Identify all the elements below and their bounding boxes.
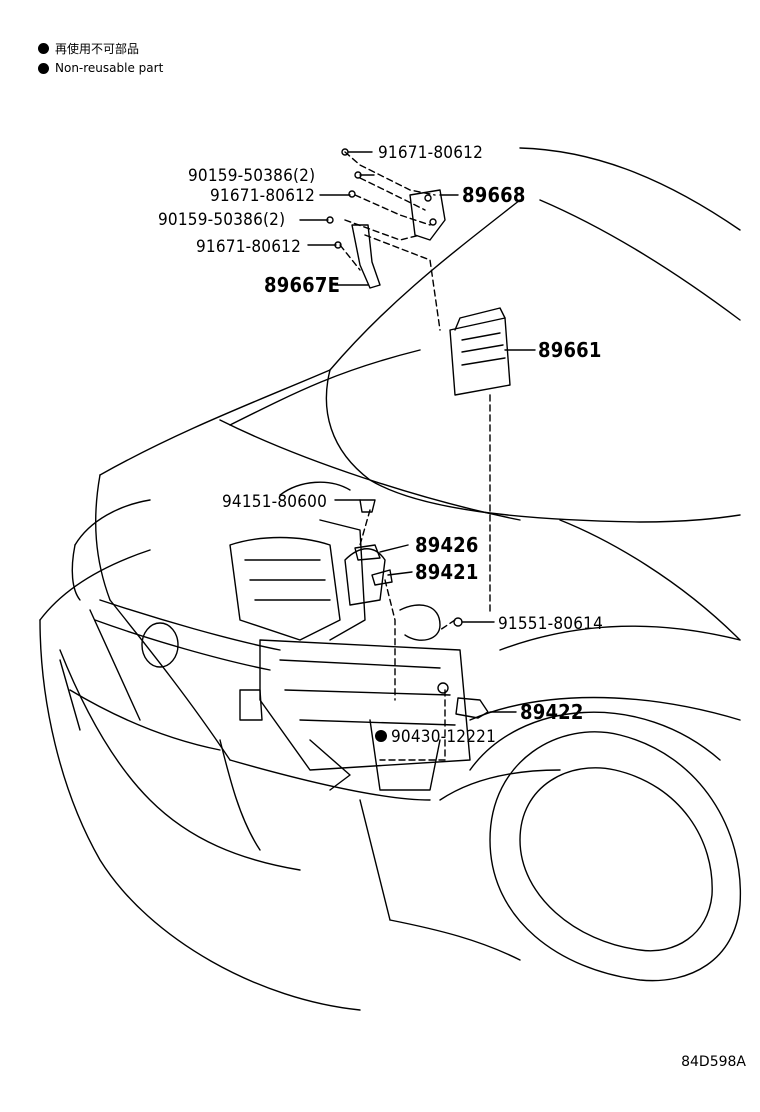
callout-91671-80612-top: 91671-80612 (378, 143, 483, 163)
non-reusable-dot-icon (38, 43, 49, 54)
callout-91671-80612-low: 91671-80612 (196, 237, 301, 257)
callout-91551-80614: 91551-80614 (498, 614, 603, 634)
callout-94151-80600: 94151-80600 (222, 492, 327, 512)
legend-item-en: Non-reusable part (38, 61, 163, 75)
legend-text-jp: 再使用不可部品 (55, 42, 140, 56)
callout-89668: 89668 (462, 183, 526, 207)
non-reusable-dot-icon (38, 62, 49, 74)
callout-89421: 89421 (415, 560, 479, 584)
non-reusable-dot-icon (375, 730, 387, 742)
callout-89426: 89426 (415, 533, 479, 557)
callout-91671-80612-mid: 91671-80612 (210, 186, 315, 206)
callout-90430-12221: 90430-12221 (391, 727, 496, 747)
callout-89661: 89661 (538, 338, 602, 362)
callout-90159-50386-upper: 90159-50386(2) (188, 166, 315, 186)
legend-text-en: Non-reusable part (55, 61, 164, 75)
ecu-module-89661 (449, 307, 511, 396)
hardware-icons (326, 148, 489, 719)
legend-item-jp: 再使用不可部品 (38, 40, 139, 57)
front-wheel (469, 711, 742, 982)
diagram-code: 84D598A (681, 1054, 746, 1070)
ecu-bracket-89667e (351, 224, 381, 289)
car-body-outline (39, 147, 741, 1011)
callout-89667e: 89667E (264, 273, 340, 297)
callout-leaders (299, 151, 536, 713)
dashed-leaders (339, 151, 491, 761)
callout-89422: 89422 (520, 700, 584, 724)
engine-assembly (229, 481, 471, 791)
callout-90159-50386-lower: 90159-50386(2) (158, 210, 285, 230)
ecu-bracket-89668 (409, 189, 446, 241)
